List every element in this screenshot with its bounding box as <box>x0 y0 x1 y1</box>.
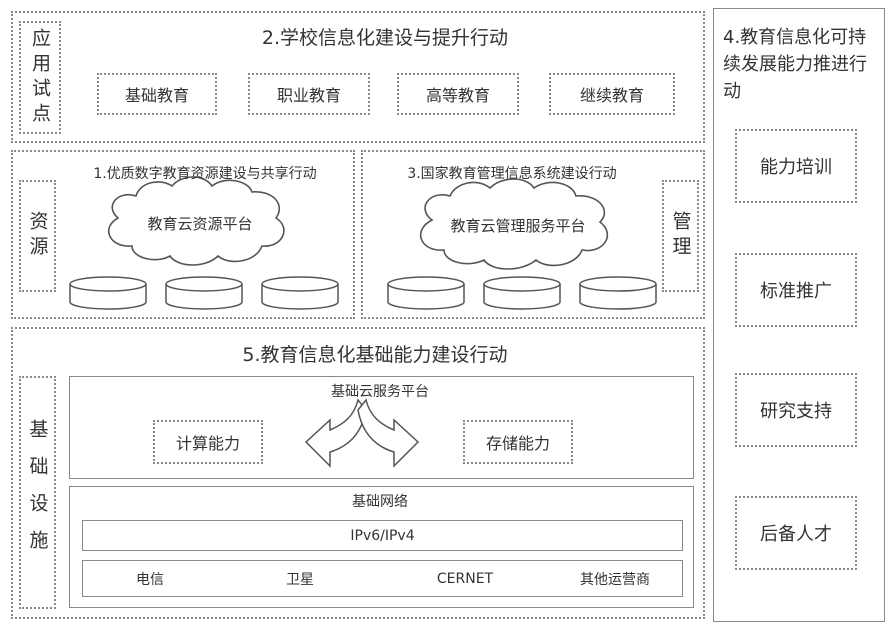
database-cylinders-resource <box>69 276 339 310</box>
arrow-left-icon <box>304 398 367 468</box>
section-infrastructure <box>11 327 705 619</box>
carriers-bar <box>82 560 683 597</box>
side-label-management: 管理 <box>662 180 699 292</box>
section-title-school: 2.学校信息化建设与提升行动 <box>261 26 509 49</box>
section-school-informatization <box>11 11 705 143</box>
section-resources <box>11 150 355 319</box>
pilot-item-higher: 高等教育 <box>397 73 519 115</box>
support-item-training: 能力培训 <box>735 129 857 203</box>
side-label-resources: 资源 <box>19 180 56 292</box>
storage-capability: 存储能力 <box>463 420 573 464</box>
carrier-satellite: 卫星 <box>286 571 314 588</box>
section-title-resources: 1.优质数字教育资源建设与共享行动 <box>93 166 317 182</box>
pilot-item-vocational: 职业教育 <box>248 73 370 115</box>
database-cylinders-management <box>387 276 657 310</box>
basic-network-box <box>69 486 694 608</box>
support-item-talent: 后备人才 <box>735 496 857 570</box>
cloud-shape-resource <box>107 176 285 266</box>
basic-network-title: 基础网络 <box>352 494 408 510</box>
cloud-label-management-platform: 教育云管理服务平台 <box>450 216 586 235</box>
section-title-management: 3.国家教育管理信息系统建设行动 <box>407 166 617 182</box>
section-title-sustainable: 4.教育信息化可持续发展能力推进行动 <box>723 27 867 102</box>
section-title-infrastructure: 5.教育信息化基础能力建设行动 <box>242 343 508 366</box>
carrier-telecom: 电信 <box>136 571 164 588</box>
pilot-item-continuing: 继续教育 <box>549 73 675 115</box>
compute-capability: 计算能力 <box>153 420 263 464</box>
section-management <box>361 150 705 319</box>
ip-protocol-bar: IPv6/IPv4 <box>82 520 683 551</box>
pilot-item-basic: 基础教育 <box>97 73 217 115</box>
carrier-other-operators: 其他运营商 <box>580 571 650 588</box>
arrow-right-icon <box>357 398 420 468</box>
side-label-infrastructure: 基础设施 <box>19 376 56 609</box>
side-label-application-pilot: 应用试点 <box>19 21 61 134</box>
support-item-research: 研究支持 <box>735 373 857 447</box>
cloud-service-platform-box <box>69 376 694 479</box>
carrier-cernet: CERNET <box>436 570 494 587</box>
support-item-standards: 标准推广 <box>735 253 857 327</box>
cloud-service-platform-title: 基础云服务平台 <box>331 384 429 400</box>
cloud-label-resource-platform: 教育云资源平台 <box>147 214 253 233</box>
cloud-shape-management <box>420 178 609 270</box>
section-sustainable-development <box>713 8 885 622</box>
